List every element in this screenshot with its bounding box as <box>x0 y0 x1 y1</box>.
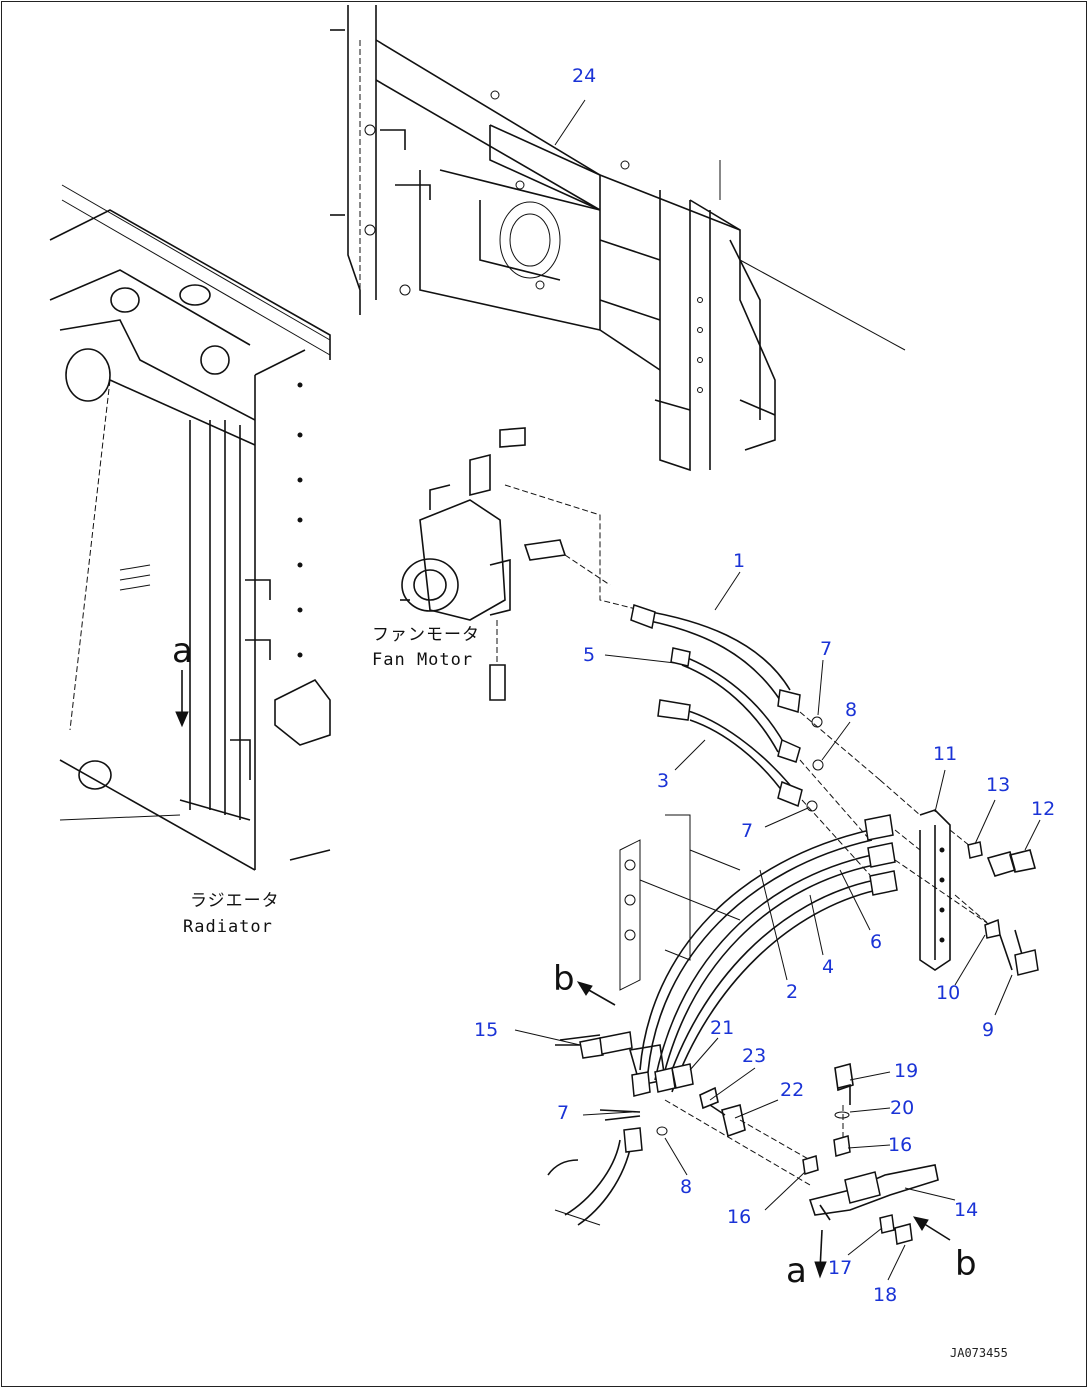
radiator-assembly <box>49 184 331 871</box>
callout-21: 21 <box>710 1017 734 1039</box>
callout-17: 17 <box>828 1257 852 1279</box>
callout-6: 6 <box>870 931 882 953</box>
callout-11: 11 <box>933 743 957 765</box>
callout-14: 14 <box>954 1199 978 1221</box>
callout-4: 4 <box>822 956 834 978</box>
view-b-bottom-label: b <box>955 1244 977 1284</box>
drawing-code: JA073455 <box>950 1346 1008 1360</box>
callout-9: 9 <box>982 1019 994 1041</box>
callout-15: 15 <box>474 1019 498 1041</box>
callout-18: 18 <box>873 1284 897 1306</box>
callout-10: 10 <box>936 982 960 1004</box>
clamp-assembly <box>802 1062 939 1245</box>
callout-16b: 16 <box>727 1206 751 1228</box>
callouts: 24 1 5 7 8 3 11 13 12 7 6 4 2 10 9 15 21… <box>474 65 1055 1306</box>
callout-12: 12 <box>1031 798 1055 820</box>
arc-pipes <box>619 814 991 1097</box>
bracket <box>879 779 1039 976</box>
view-arrows <box>175 670 951 1279</box>
callout-19: 19 <box>894 1060 918 1082</box>
callout-8b: 8 <box>680 1176 692 1198</box>
fan-motor-label-jp: ファンモータ <box>372 625 480 645</box>
callout-13: 13 <box>986 774 1010 796</box>
fan-motor-label-en: Fan Motor <box>372 650 473 670</box>
callout-16a: 16 <box>888 1134 912 1156</box>
upper-hoses <box>630 604 881 876</box>
callout-7b: 7 <box>741 820 753 842</box>
radiator-label-jp: ラジエータ <box>190 891 280 911</box>
callout-8a: 8 <box>845 699 857 721</box>
callout-3: 3 <box>657 770 669 792</box>
fan-motor <box>400 427 641 701</box>
callout-5: 5 <box>583 644 595 666</box>
callout-7a: 7 <box>820 638 832 660</box>
frame-assembly <box>330 5 906 472</box>
view-a-bottom-label: a <box>786 1251 807 1291</box>
callout-24: 24 <box>572 65 596 87</box>
labels: ファンモータ Fan Motor ラジエータ Radiator a b a b … <box>172 625 1008 1360</box>
callout-20: 20 <box>890 1097 914 1119</box>
callout-23: 23 <box>742 1045 766 1067</box>
callout-7c: 7 <box>557 1102 569 1124</box>
lower-fittings <box>547 1031 811 1226</box>
callout-22: 22 <box>780 1079 804 1101</box>
view-b-top-label: b <box>553 959 575 999</box>
callout-2: 2 <box>786 981 798 1003</box>
leader-lines <box>514 99 1041 1281</box>
radiator-label-en: Radiator <box>183 917 273 937</box>
callout-1: 1 <box>733 550 745 572</box>
view-a-top-label: a <box>172 631 193 671</box>
